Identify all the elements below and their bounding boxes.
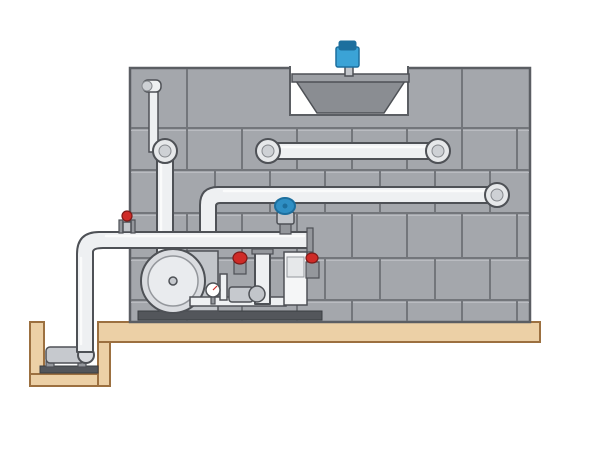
- red-lever-handle: [305, 252, 319, 264]
- top-pipe-flange-left-bore: [261, 144, 275, 158]
- butterfly-valve-unit: [118, 210, 136, 234]
- blue-handwheel-hub: [282, 203, 288, 209]
- pit-pump-unit: [39, 346, 99, 374]
- gauge-needle: [212, 285, 218, 291]
- foundation: [29, 321, 541, 387]
- tank-seam-highlights: [131, 130, 529, 303]
- pit-pump-baseplate: [39, 365, 99, 374]
- control-cabinet-panel: [286, 256, 305, 278]
- separator-vessel-hub: [168, 276, 178, 286]
- skid-base-frame: [137, 310, 323, 321]
- dosing-pump-head: [248, 285, 266, 303]
- pump-skid: [137, 239, 323, 321]
- pit-right-wall: [97, 341, 111, 387]
- level-sensor-cap: [338, 40, 357, 51]
- skid-riser-flange: [251, 248, 274, 255]
- top-distribution-pipe: [255, 138, 451, 164]
- skid-branch-pipe: [219, 273, 228, 301]
- red-handwheel: [232, 251, 248, 265]
- middle-pipe-flange-bore: [490, 188, 504, 202]
- butterfly-valve-red-knob: [121, 210, 133, 222]
- lever-valve-body: [305, 261, 320, 279]
- manifold-end-flange: [306, 227, 314, 253]
- top-pipe-flange-right-bore: [431, 144, 445, 158]
- vent-pipe-flange: [141, 80, 153, 92]
- globe-valve-unit: [274, 197, 296, 235]
- left-riser-pipe: [141, 79, 178, 242]
- suction-manifold: [76, 197, 314, 353]
- top-pipe-run: [267, 142, 439, 160]
- riser-top-flange-bore: [158, 144, 172, 158]
- butterfly-valve-body: [122, 221, 132, 233]
- level-sensor-unit: [335, 40, 360, 77]
- riser-pipe-run: [156, 150, 174, 242]
- ground-platform: [97, 321, 541, 343]
- tank-horizontal-seams: [131, 127, 529, 301]
- manifold-run: [76, 231, 312, 353]
- tank-recess-edge: [289, 66, 409, 116]
